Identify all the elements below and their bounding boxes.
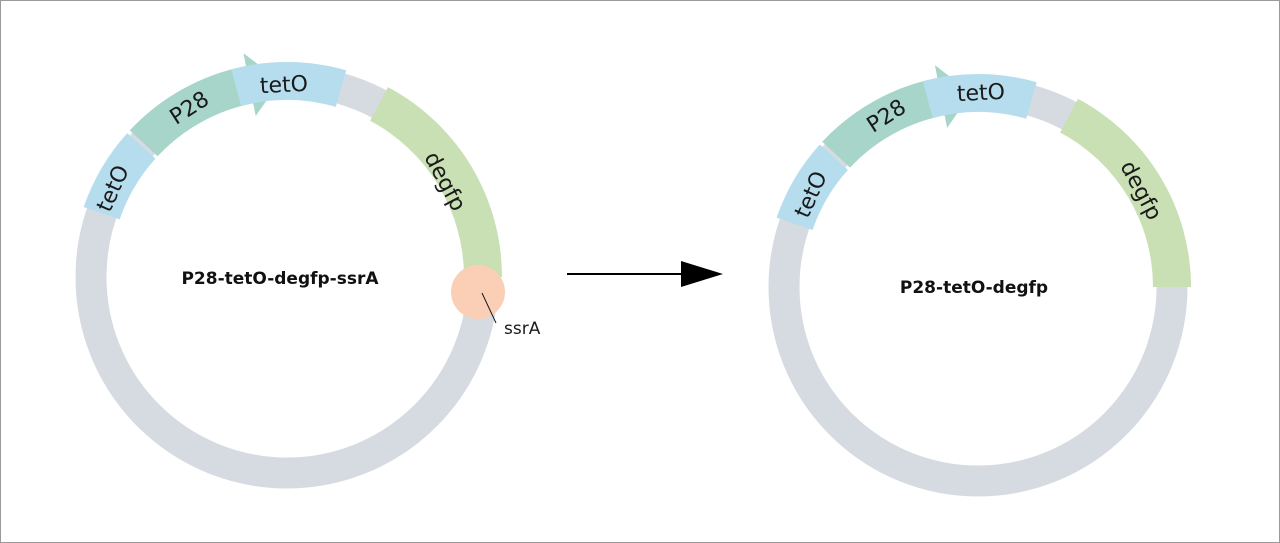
arrow-head: [681, 261, 723, 287]
plasmid-map-2: tetO P28 tetO degfp P28-tetO-degfp: [768, 65, 1191, 497]
plasmid-name: P28-tetO-degfp: [900, 278, 1048, 298]
teto-operator-segment: [776, 144, 848, 231]
teto-operator-segment: [922, 73, 1037, 119]
teto-operator-segment: [83, 133, 156, 220]
plasmid-map-1: ssrA tetO P28 tetO degfp P28-tetO-degfp-…: [75, 53, 541, 489]
degfp-gene-segment: [370, 87, 502, 278]
degfp-gene-segment: [1060, 98, 1191, 287]
plasmid-name: P28-tetO-degfp-ssrA: [181, 269, 379, 289]
right-arrow-icon: [567, 261, 723, 287]
teto-label: tetO: [259, 72, 308, 99]
ssra-callout-line: [481, 292, 497, 324]
ssra-tag-marker: [451, 265, 505, 319]
teto-operator-segment: [231, 62, 347, 107]
ssra-label: ssrA: [504, 319, 541, 339]
teto-label: tetO: [956, 80, 1005, 107]
